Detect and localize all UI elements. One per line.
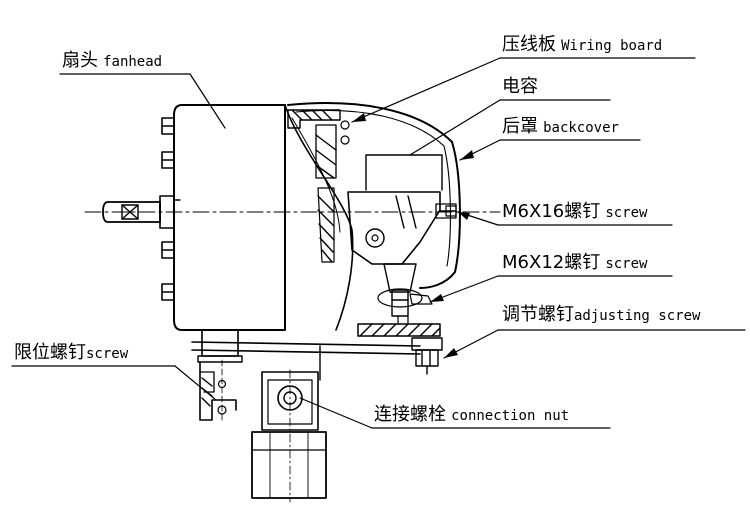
limit-screw-en: screw: [86, 346, 129, 362]
connection-nut-zh: 连接螺栓: [374, 404, 446, 425]
capacitor-zh: 电容: [502, 76, 538, 97]
cutaway-section: [284, 104, 354, 331]
wiring-board-en: Wiring board: [561, 38, 663, 54]
base-plate-part: [191, 329, 421, 381]
label-wiring-board: 压线板 Wiring board: [502, 36, 662, 54]
adjusting-screw-en: adjusting screw: [574, 308, 701, 324]
backcover-en: backcover: [543, 120, 619, 136]
label-m6x16-screw: M6X16螺钉 screw: [502, 203, 647, 221]
connection-nut-en: connection nut: [451, 408, 570, 424]
m6x16-screw-part: [435, 203, 457, 219]
connection-nut-part: [251, 369, 327, 503]
backcover-zh: 后罩: [502, 116, 538, 137]
label-backcover: 后罩 backcover: [502, 118, 619, 136]
label-limit-screw: 限位螺钉screw: [14, 344, 128, 362]
wiring-board-zh: 压线板: [502, 34, 556, 55]
capacitor-part: [347, 154, 443, 265]
backcover-part: [287, 102, 461, 289]
label-capacitor: 电容: [502, 78, 538, 96]
m6x16-screw-zh: M6X16螺钉: [502, 201, 601, 222]
label-fanhead: 扇头 fanhead: [62, 52, 162, 70]
adjusting-screw-zh: 调节螺钉: [502, 304, 574, 325]
limit-screw-part: [199, 359, 237, 421]
fanhead-en: fanhead: [103, 54, 163, 70]
label-connection-nut: 连接螺栓 connection nut: [374, 406, 569, 424]
fanhead-body: [102, 104, 286, 331]
wiring-board-part: [287, 109, 350, 179]
leader-lines: [11, 57, 746, 429]
label-m6x12-screw: M6X12螺钉 screw: [502, 254, 647, 272]
fanhead-zh: 扇头: [62, 50, 98, 71]
m6x12-screw-zh: M6X12螺钉: [502, 252, 601, 273]
limit-screw-zh: 限位螺钉: [14, 342, 86, 363]
label-adjusting-screw: 调节螺钉adjusting screw: [502, 306, 700, 324]
arrow-heads: [352, 113, 474, 358]
m6x16-screw-en: screw: [605, 205, 648, 221]
m6x12-screw-en: screw: [605, 256, 648, 272]
lower-mount-part: [357, 263, 443, 375]
